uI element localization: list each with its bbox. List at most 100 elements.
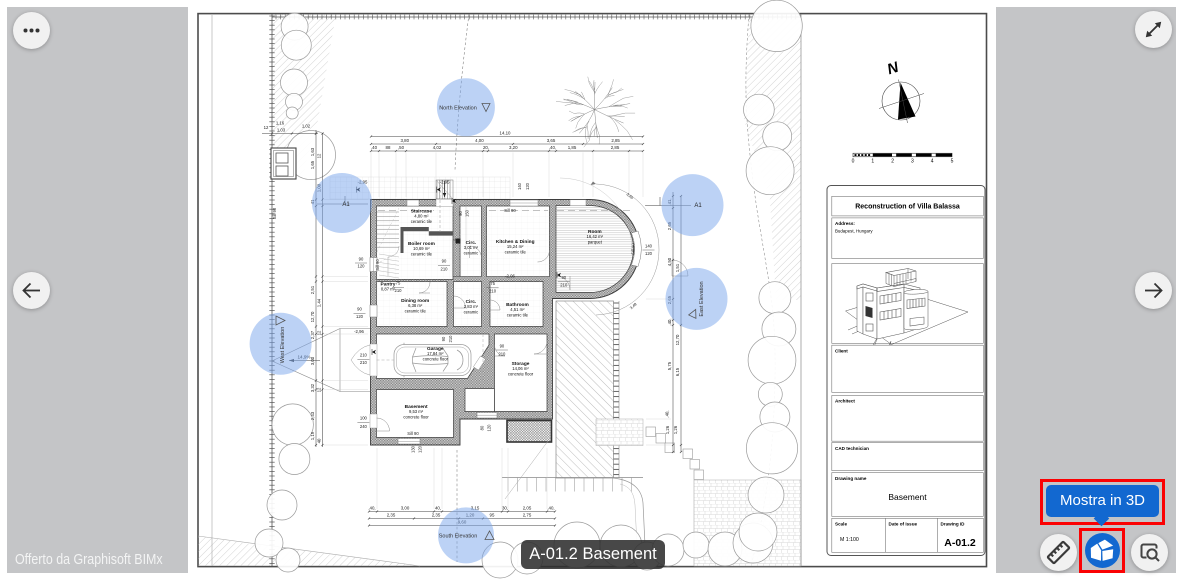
svg-text:240: 240 bbox=[360, 424, 368, 429]
svg-text:5,75: 5,75 bbox=[667, 361, 672, 370]
svg-text:0,87 m²: 0,87 m² bbox=[381, 287, 396, 292]
svg-text:2,35: 2,35 bbox=[387, 513, 396, 518]
svg-text:12: 12 bbox=[317, 387, 322, 392]
svg-text:South Elevation: South Elevation bbox=[439, 534, 478, 540]
svg-text:1,19: 1,19 bbox=[310, 431, 315, 440]
svg-text:parquet: parquet bbox=[588, 239, 603, 244]
svg-text:3,01 m²: 3,01 m² bbox=[464, 245, 479, 250]
svg-text:East Elevation: East Elevation bbox=[699, 281, 705, 316]
svg-text:Sill 90: Sill 90 bbox=[504, 208, 516, 213]
svg-text:Scale: Scale bbox=[835, 522, 847, 527]
svg-text:Storage: Storage bbox=[512, 361, 530, 367]
svg-text:16,42 m²: 16,42 m² bbox=[587, 234, 604, 239]
svg-text:1,65: 1,65 bbox=[310, 160, 315, 169]
svg-text:ceramic tile: ceramic tile bbox=[505, 249, 527, 254]
svg-text:Bathroom: Bathroom bbox=[506, 302, 529, 308]
svg-text:concrete floor: concrete floor bbox=[403, 414, 429, 419]
svg-text:North Elevation: North Elevation bbox=[439, 105, 477, 111]
svg-text:3,20: 3,20 bbox=[509, 145, 518, 150]
svg-text:2,05: 2,05 bbox=[523, 506, 532, 511]
svg-text:4: 4 bbox=[931, 159, 934, 165]
svg-text:2,35: 2,35 bbox=[432, 513, 441, 518]
svg-text:,40,: ,40, bbox=[665, 410, 670, 417]
svg-text:210: 210 bbox=[489, 288, 497, 293]
svg-text:150: 150 bbox=[465, 209, 470, 217]
svg-text:3,49: 3,49 bbox=[625, 192, 634, 201]
svg-text:ceramic: ceramic bbox=[464, 250, 479, 255]
svg-text:15,24 m²: 15,24 m² bbox=[507, 244, 524, 249]
svg-text:120: 120 bbox=[418, 445, 423, 453]
svg-text:,40,: ,40, bbox=[547, 506, 554, 511]
svg-text:Garage: Garage bbox=[427, 346, 444, 352]
svg-text:4,00: 4,00 bbox=[475, 138, 484, 143]
svg-text:1,26: 1,26 bbox=[673, 425, 678, 434]
svg-text:3,49: 3,49 bbox=[629, 302, 638, 311]
svg-text:12: 12 bbox=[317, 330, 322, 335]
svg-text:210: 210 bbox=[441, 267, 449, 272]
svg-text:2,85: 2,85 bbox=[611, 138, 620, 143]
svg-text:17,84 m²: 17,84 m² bbox=[427, 351, 444, 356]
svg-text:100: 100 bbox=[360, 416, 368, 421]
svg-text:140: 140 bbox=[517, 182, 522, 190]
svg-text:2,75: 2,75 bbox=[523, 513, 532, 518]
svg-text:CAD technician: CAD technician bbox=[835, 446, 869, 451]
svg-text:1,16: 1,16 bbox=[276, 121, 285, 126]
svg-text:90: 90 bbox=[357, 307, 362, 312]
svg-text:210: 210 bbox=[498, 352, 506, 357]
svg-text:West Elevation: West Elevation bbox=[280, 327, 286, 364]
svg-text:90: 90 bbox=[561, 275, 566, 280]
svg-text:,40,: ,40, bbox=[667, 318, 672, 325]
svg-text:90: 90 bbox=[458, 211, 463, 216]
svg-text:2,51: 2,51 bbox=[310, 285, 315, 294]
svg-text:,40,: ,40, bbox=[368, 506, 375, 511]
svg-text:1,85: 1,85 bbox=[568, 145, 577, 150]
svg-text:Sill 90: Sill 90 bbox=[375, 259, 380, 271]
svg-text:2,43: 2,43 bbox=[310, 411, 315, 420]
svg-text:12: 12 bbox=[317, 153, 322, 158]
svg-text:210: 210 bbox=[395, 288, 403, 293]
svg-text:12,70: 12,70 bbox=[675, 334, 680, 345]
svg-text:Reconstruction of Villa Balass: Reconstruction of Villa Balassa bbox=[855, 204, 960, 211]
svg-text:Drawing ID: Drawing ID bbox=[941, 522, 966, 527]
svg-text:120: 120 bbox=[525, 182, 530, 190]
svg-text:-2,96: -2,96 bbox=[354, 329, 364, 334]
svg-text:14,06 m²: 14,06 m² bbox=[512, 366, 529, 371]
svg-text:120: 120 bbox=[358, 264, 366, 269]
svg-text:4,50: 4,50 bbox=[667, 257, 672, 266]
svg-text:Budapest, Hungary: Budapest, Hungary bbox=[835, 229, 873, 234]
svg-text:Sill 90: Sill 90 bbox=[407, 431, 419, 436]
svg-text:2: 2 bbox=[891, 159, 894, 165]
svg-text:120: 120 bbox=[356, 314, 364, 319]
svg-text:Sill 90: Sill 90 bbox=[272, 207, 277, 219]
svg-text:,40: ,40 bbox=[371, 145, 378, 150]
svg-text:Room: Room bbox=[588, 229, 602, 235]
svg-text:-2,06: -2,06 bbox=[505, 273, 515, 278]
svg-text:,50: ,50 bbox=[398, 145, 405, 150]
svg-text:210: 210 bbox=[448, 335, 453, 343]
svg-text:3,15: 3,15 bbox=[471, 506, 480, 511]
svg-text:Date of issue: Date of issue bbox=[889, 522, 918, 527]
svg-text:1,02: 1,02 bbox=[302, 124, 311, 129]
svg-text:90: 90 bbox=[359, 257, 364, 262]
svg-text:6,38 m²: 6,38 m² bbox=[408, 303, 423, 308]
svg-text:M 1:100: M 1:100 bbox=[840, 537, 859, 543]
svg-text:1,03: 1,03 bbox=[277, 128, 286, 133]
svg-text:3,00: 3,00 bbox=[401, 506, 410, 511]
svg-text:3: 3 bbox=[911, 159, 914, 165]
svg-text:Basement: Basement bbox=[405, 404, 428, 410]
svg-text:120: 120 bbox=[645, 251, 653, 256]
svg-text:75: 75 bbox=[490, 281, 495, 286]
svg-text:4,80 m²: 4,80 m² bbox=[414, 214, 429, 219]
svg-text:concrete floor: concrete floor bbox=[423, 356, 449, 361]
svg-text:3,00: 3,00 bbox=[310, 356, 315, 365]
svg-text:40: 40 bbox=[317, 438, 322, 443]
svg-text:12,70: 12,70 bbox=[310, 311, 315, 322]
svg-text:Pantry: Pantry bbox=[381, 282, 396, 288]
svg-text:-2,95: -2,95 bbox=[440, 179, 450, 184]
svg-text:1,51: 1,51 bbox=[675, 263, 680, 272]
svg-text:Circ.: Circ. bbox=[466, 240, 477, 246]
svg-text:20,: 20, bbox=[483, 145, 489, 150]
svg-text:0: 0 bbox=[852, 159, 855, 165]
svg-text:Basement: Basement bbox=[888, 492, 927, 502]
svg-text:30,: 30, bbox=[502, 506, 508, 511]
